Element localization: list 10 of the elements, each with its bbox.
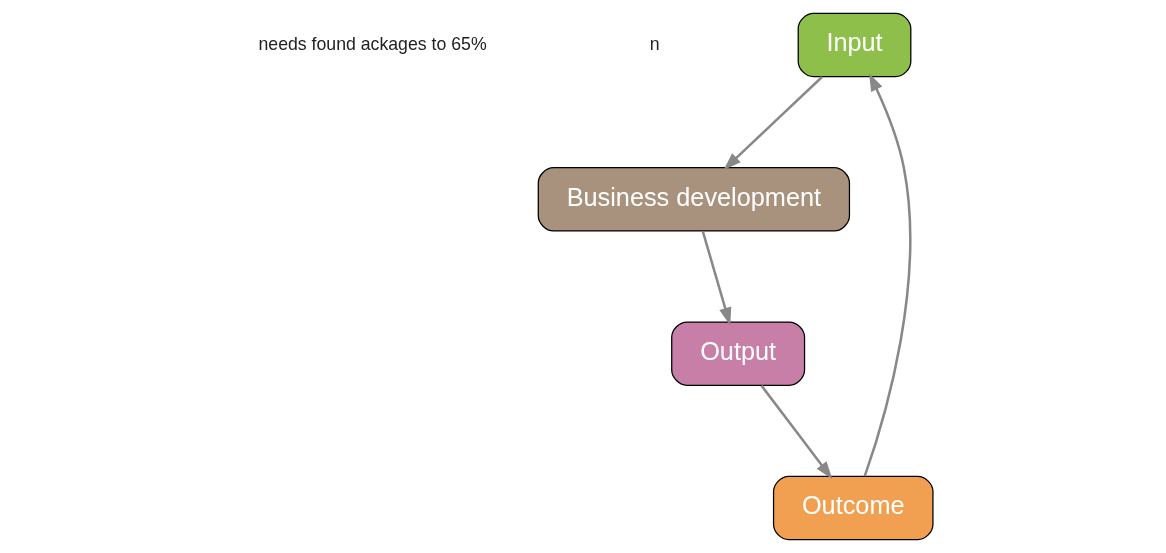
label: n xyxy=(649,33,660,54)
node-box: Output xyxy=(670,321,805,386)
arrow xyxy=(863,73,911,477)
arrow xyxy=(759,384,832,480)
node-box: Input xyxy=(797,12,911,78)
node-box: Business development xyxy=(537,167,850,232)
arrow xyxy=(723,76,823,171)
node-box: Outcome xyxy=(772,475,934,541)
label: needs found ackages to 65% xyxy=(257,33,487,54)
arrow xyxy=(701,230,731,326)
